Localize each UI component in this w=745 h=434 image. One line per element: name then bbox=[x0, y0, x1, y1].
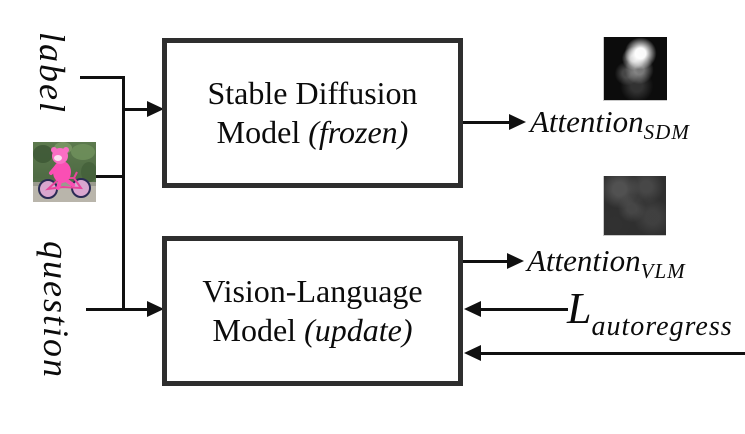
attention-sdm-label: AttentionSDM bbox=[530, 104, 690, 144]
arrow-to-sdm-head-icon bbox=[147, 101, 164, 117]
loss-subscript: autoregress bbox=[591, 311, 733, 342]
arrow-to-vlm-head-icon bbox=[147, 301, 164, 317]
arrow-to-sdm-line bbox=[122, 108, 148, 111]
attention-vlm-heatmap bbox=[603, 176, 666, 236]
attention-sdm-heatmap bbox=[603, 37, 667, 101]
arrow-to-vlm-line bbox=[86, 308, 148, 311]
attention-vlm-subscript: VLM bbox=[640, 259, 686, 283]
input-question-text: question bbox=[36, 241, 76, 379]
image-connector-line bbox=[96, 175, 124, 178]
input-image-teddy-bear-photo bbox=[33, 142, 96, 202]
loss-feedback-arrow-line bbox=[480, 308, 568, 311]
input-trunk-line bbox=[122, 76, 125, 311]
loss-feedback-arrow-head-icon bbox=[464, 301, 481, 317]
attention-sdm-subscript: SDM bbox=[643, 120, 690, 144]
vlm-output-arrow-line bbox=[463, 260, 508, 263]
vlm-update-tag: (update) bbox=[304, 312, 413, 348]
bottom-feedback-arrow-head-icon bbox=[464, 345, 481, 361]
sdm-output-arrow-head-icon bbox=[509, 114, 526, 130]
vlm-box-line1: Vision-Language bbox=[202, 272, 423, 309]
bottom-feedback-arrow-line bbox=[480, 352, 745, 355]
vlm-box-line2: Model (update) bbox=[212, 312, 413, 348]
sdm-output-arrow-line bbox=[463, 121, 510, 124]
sdm-box-line1: Stable Diffusion bbox=[207, 74, 418, 111]
sdm-frozen-tag: (frozen) bbox=[308, 114, 409, 150]
label-connector-line bbox=[80, 76, 124, 79]
sdm-box-line2: Model (frozen) bbox=[216, 114, 409, 150]
attention-vlm-label: AttentionVLM bbox=[527, 243, 686, 283]
input-label-text: label bbox=[32, 32, 72, 114]
autoregressive-loss-label: Lautoregress bbox=[567, 284, 733, 342]
stable-diffusion-model-box: Stable Diffusion Model (frozen) bbox=[162, 38, 463, 188]
vlm-output-arrow-head-icon bbox=[507, 253, 524, 269]
vision-language-model-box: Vision-Language Model (update) bbox=[162, 236, 463, 386]
